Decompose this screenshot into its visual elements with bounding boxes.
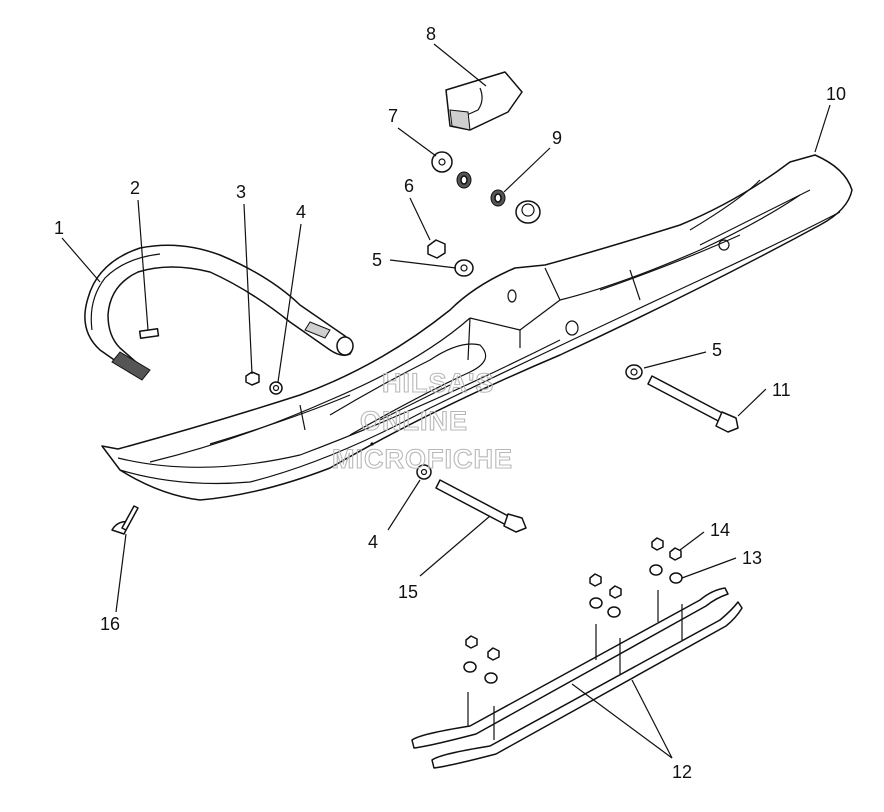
watermark-line-1: HILSA'S	[382, 368, 494, 398]
callout-2: 2	[130, 178, 140, 198]
callouts: 1 2 3 4 4 5 5 6 7 8 9 10 11 12 13 14 15 …	[54, 24, 846, 782]
leader-lines	[61, 43, 831, 759]
callout-1: 1	[54, 218, 64, 238]
hardware-cluster-upper	[427, 71, 541, 277]
bolt-11	[625, 364, 739, 433]
callout-12: 12	[672, 762, 692, 782]
callout-5-upper: 5	[372, 250, 382, 270]
callout-8: 8	[426, 24, 436, 44]
ski-handle	[84, 244, 354, 381]
watermark-line-2: ONLINE	[360, 406, 468, 436]
callout-13: 13	[742, 548, 762, 568]
callout-6: 6	[404, 176, 414, 196]
washer-4-upper	[269, 381, 283, 395]
callout-7: 7	[388, 106, 398, 126]
callout-10: 10	[826, 84, 846, 104]
callout-4-lower: 4	[368, 532, 378, 552]
callout-15: 15	[398, 582, 418, 602]
callout-3: 3	[236, 182, 246, 202]
rivet-16	[111, 505, 139, 535]
callout-5-lower: 5	[712, 340, 722, 360]
watermark: HILSA'S ONLINE MICROFICHE	[331, 367, 513, 474]
callout-11: 11	[772, 380, 791, 400]
bolt-15	[416, 464, 527, 533]
callout-4-upper: 4	[296, 202, 306, 222]
ski-body	[101, 154, 853, 501]
callout-16: 16	[100, 614, 120, 634]
watermark-line-3: MICROFICHE	[332, 444, 513, 474]
callout-9: 9	[552, 128, 562, 148]
wear-bars	[411, 537, 743, 769]
callout-14: 14	[710, 520, 730, 540]
